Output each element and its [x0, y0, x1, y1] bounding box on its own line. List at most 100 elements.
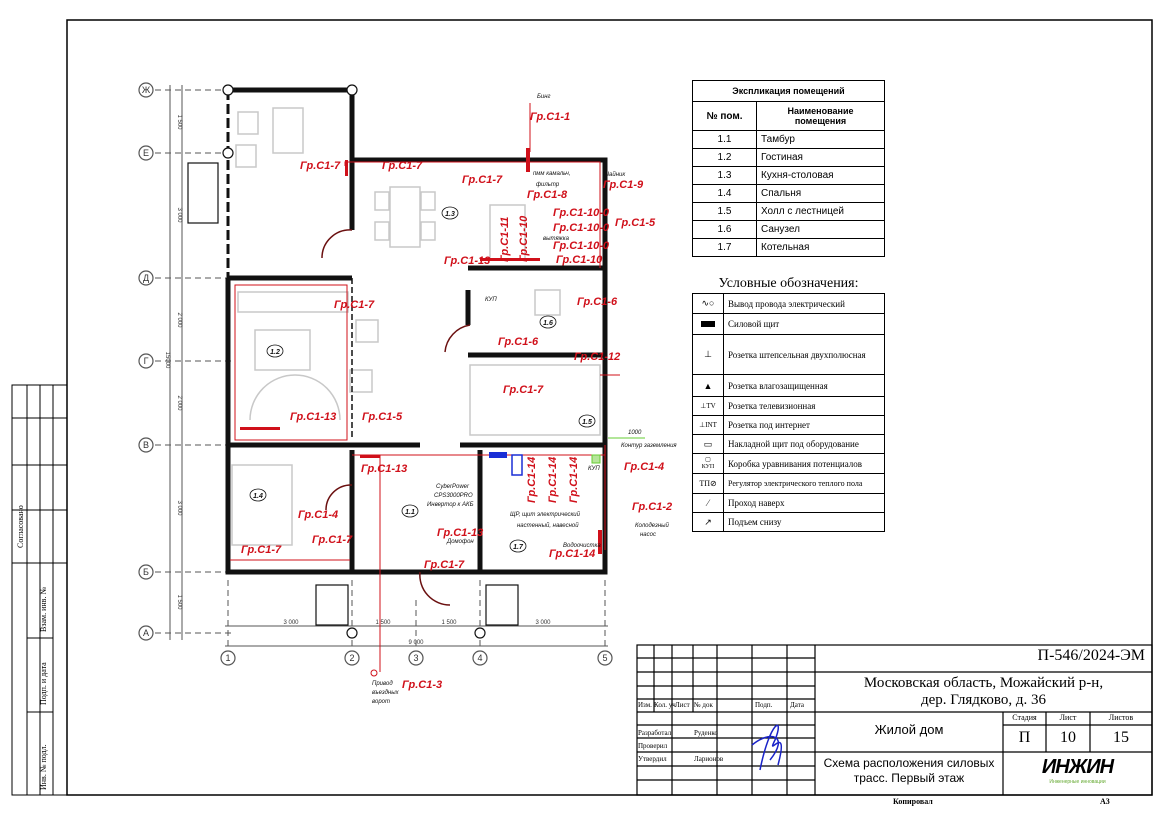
columns [187, 84, 519, 639]
axis-bubbles [138, 82, 613, 666]
copied-label: Копировал [893, 797, 933, 806]
legend-table: ∿○Вывод провода электрический Силовой щи… [692, 293, 885, 532]
axis-label: 1 [225, 653, 230, 663]
circuit-label: Гр.С1-5 [362, 411, 403, 423]
legend-label: Накладной щит под оборудование [723, 434, 885, 454]
dimension-label: 1 500 [375, 620, 391, 626]
col-header: Кол. уч [654, 701, 676, 709]
legend-label: Силовой щит [723, 313, 885, 335]
wire-outlet-icon: ∿○ [692, 293, 724, 314]
room-num: 1.2 [692, 148, 757, 167]
plan-note: КУП [485, 297, 497, 303]
tv-socket-icon: ⊥TV [692, 396, 724, 416]
axis-label: А [143, 628, 149, 638]
plan-note: пмм камальч, [533, 171, 571, 177]
circuit-label: Гр.С1-2 [632, 501, 672, 513]
col-header: Подп. [755, 701, 773, 709]
role: Утвердил [638, 755, 667, 763]
room-name: Гостиная [756, 148, 885, 167]
explication-title: Экспликация помещений [692, 80, 885, 102]
document-code: П-546/2024-ЭМ [1037, 647, 1145, 664]
room-name: Кухня-столовая [756, 166, 885, 185]
col-header: Лист [675, 701, 690, 709]
plan-note: Инвертор к АКБ [427, 502, 474, 508]
plan-note: въездных [372, 690, 400, 696]
plan-note: ворот [372, 699, 390, 705]
axis-label: 4 [477, 653, 482, 663]
plan-note: Бинг [537, 94, 551, 100]
circuit-label: Гр.С1-10-0 [553, 207, 610, 219]
circuit-label: Гр.С1-5 [615, 217, 656, 229]
logo-subtitle: Инженерные инновации [1049, 779, 1106, 785]
plan-note: КУП [588, 466, 600, 472]
circuit-label: Гр.С1-7 [462, 174, 503, 186]
room-number: 1.6 [543, 320, 553, 327]
axis-label: 3 [413, 653, 418, 663]
room-explication-table: Экспликация помещений № пом. Наименовани… [692, 80, 885, 257]
circuit-label: Гр.С1-4 [624, 461, 664, 473]
circuit-label: Гр.С1-4 [298, 509, 338, 521]
circuit-label: Гр.С1-7 [300, 160, 341, 172]
circuit-label: Гр.С1-13 [437, 527, 483, 539]
room-num: 1.5 [692, 202, 757, 221]
side-col-inv: Инв. № подл. [39, 744, 48, 790]
circuit-label: Гр.С1-10 [556, 254, 603, 266]
person: Ларионов [694, 755, 724, 763]
circuit-label: Гр.С1-7 [503, 384, 544, 396]
role: Разработал [638, 729, 672, 737]
axis-label: В [143, 440, 149, 450]
equipotential-box-icon [591, 454, 601, 464]
plan-note: вытяжка [543, 236, 570, 242]
axis-label: 2 [349, 653, 354, 663]
dimension-lines [169, 85, 608, 647]
dimension-label: 1 500 [176, 594, 182, 610]
room-name: Спальня [756, 184, 885, 203]
room-name: Котельная [756, 238, 885, 257]
plan-note: Чайник [605, 171, 626, 178]
legend-label: Розетка влагозащищенная [723, 374, 885, 397]
person: Руденко [694, 729, 718, 737]
circuit-label: Гр.С1-10 [518, 215, 530, 262]
side-agreed: Согласовано [16, 505, 25, 548]
legend-label: Розетка телевизионная [723, 396, 885, 416]
stage-value: П [1018, 729, 1031, 746]
room-num: 1.1 [692, 130, 757, 149]
axis-label: Е [143, 148, 149, 158]
plan-note: насос [640, 532, 656, 538]
waterproof-socket-icon: ▲ [692, 374, 724, 397]
circuit-label: Гр.С1-14 [526, 457, 538, 503]
sheet-label: Лист [1059, 713, 1077, 722]
plan-note: Привод [372, 681, 393, 687]
side-stamp [11, 384, 68, 796]
company-logo: ИНЖИН Инженерные инновации [1003, 756, 1152, 785]
pass-up-icon: ⁄ [692, 493, 724, 513]
circuit-label: Гр.С1-10-0 [553, 222, 610, 234]
plan-note: настенный, навесной [517, 522, 579, 529]
col-header: Дата [790, 701, 804, 709]
sheets-value: 15 [1113, 729, 1129, 746]
stage-label: Стадия [1012, 713, 1037, 722]
plan-note: Домофон [446, 539, 474, 545]
circuit-label: Гр.С1-7 [241, 544, 282, 556]
circuit-label: Гр.С1-13 [444, 255, 490, 267]
sockets [240, 148, 602, 554]
sheet-title-2: трасс. Первый этаж [853, 771, 965, 785]
room-number: 1.2 [270, 349, 280, 356]
explication-col-name: Наименование помещения [756, 101, 885, 131]
legend-label: Подъем снизу [723, 512, 885, 532]
legend-label: Регулятор электрического теплого пола [723, 473, 885, 494]
wire-outlet-icon [370, 669, 378, 677]
room-number: 1.7 [513, 544, 524, 551]
circuit-label: Гр.С1-14 [547, 457, 559, 503]
explication-col-num: № пом. [692, 101, 757, 131]
doors [321, 229, 471, 606]
col-header: № док [694, 701, 713, 709]
room-name: Санузел [756, 220, 885, 239]
internet-socket-icon: ⊥INT [692, 415, 724, 435]
dimension-label: 3 000 [535, 620, 551, 626]
format-label: А3 [1100, 797, 1110, 806]
side-col-sign: Подп. и дата [39, 662, 48, 705]
rise-from-below-icon: ↗ [692, 512, 724, 532]
room-number: 1.3 [445, 211, 455, 218]
